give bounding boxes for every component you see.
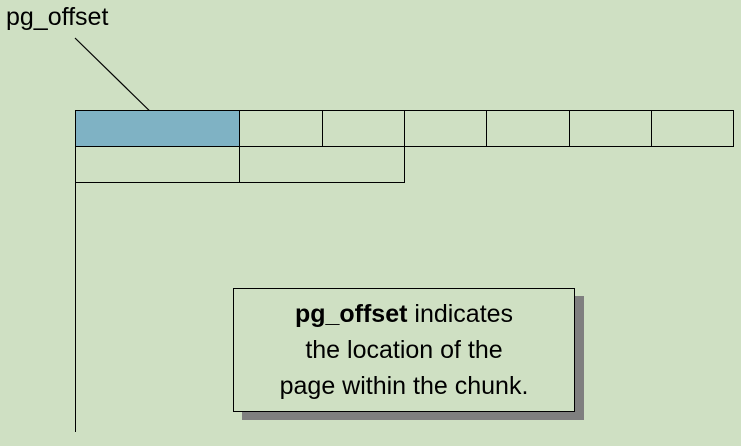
note-line-3: page within the chunk. xyxy=(279,372,529,400)
explanation-note: pg_offset indicates the location of the … xyxy=(233,288,575,412)
field-cell xyxy=(651,110,734,147)
field-cell xyxy=(239,110,323,147)
field-cell xyxy=(239,146,405,183)
field-cell xyxy=(75,146,240,183)
field-cell xyxy=(486,110,570,147)
note-line-1: pg_offset indicates xyxy=(295,296,513,332)
leader-line xyxy=(74,37,161,122)
field-cell xyxy=(404,110,487,147)
pg-offset-label: pg_offset xyxy=(6,3,109,31)
note-term: pg_offset xyxy=(294,300,408,328)
field-cell xyxy=(322,110,405,147)
field-cell xyxy=(569,110,652,147)
note-line-1-rest: indicates xyxy=(407,300,514,328)
note-line-2: the location of the xyxy=(305,336,503,364)
pg-offset-field xyxy=(75,110,240,147)
